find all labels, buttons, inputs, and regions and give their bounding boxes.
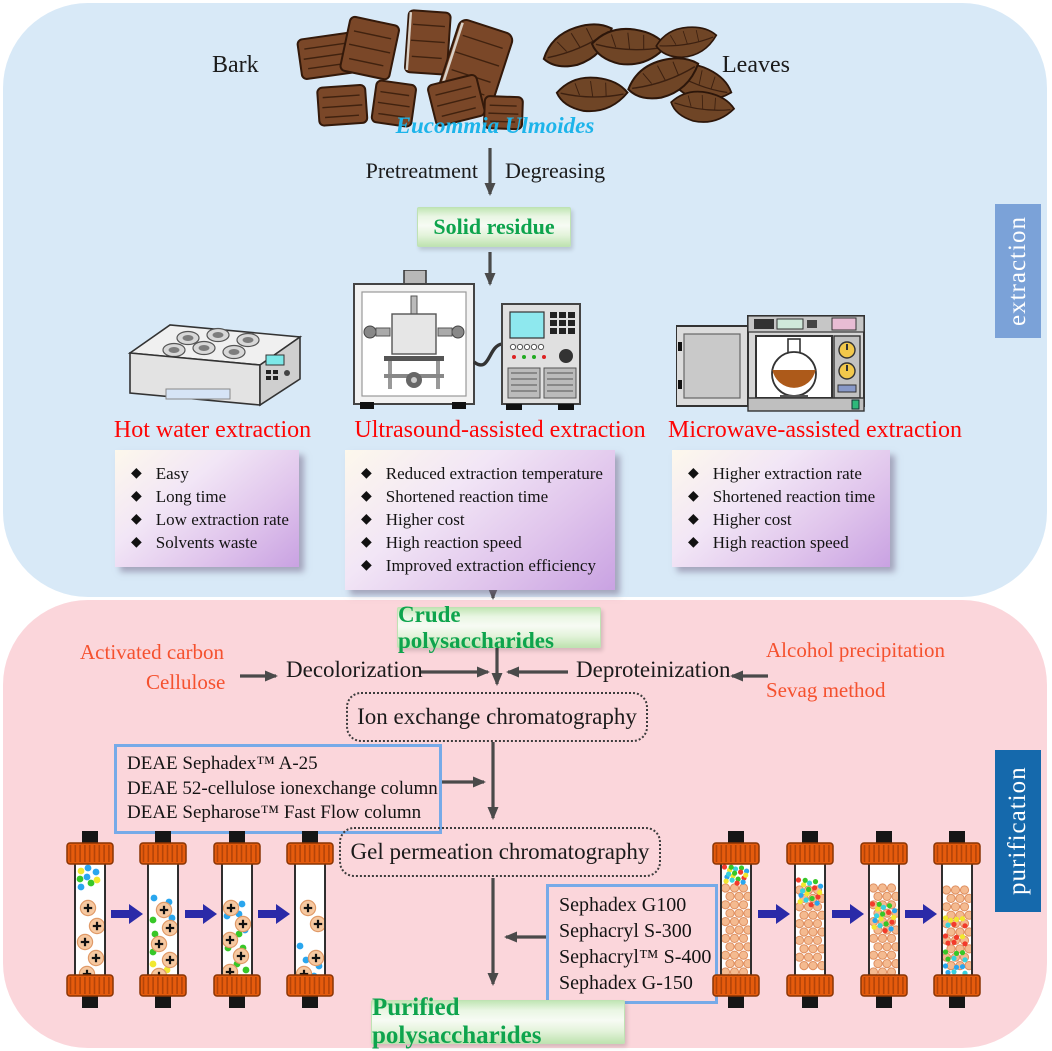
bullet-point: ◆ Long time <box>129 486 291 507</box>
extraction-tab-label: extraction <box>1004 216 1031 326</box>
bark-pieces-illustration <box>296 9 524 131</box>
flow-arrow-icon <box>111 904 143 924</box>
gel-medium-name: Sephadex G100 <box>559 894 687 916</box>
method-title-microwave: Microwave-assisted extraction <box>668 417 962 443</box>
crude-polysaccharides-box: Crude polysaccharides <box>397 602 601 653</box>
gel-column-1 <box>712 831 760 1008</box>
purification-tab-label: purification <box>1004 766 1031 896</box>
deae-column-name: DEAE Sepharose™ Fast Flow column <box>127 802 422 824</box>
purification-stage-tab: purification <box>995 750 1041 912</box>
leaves-label: Leaves <box>722 52 790 78</box>
ultrasound-points-box: ◆ Reduced extraction temperature ◆ Short… <box>345 450 615 591</box>
crude-polysaccharides-label: Crude polysaccharides <box>398 601 554 653</box>
gel-medium-name: Sephadex G-150 <box>559 972 693 994</box>
diamond-bullet-icon: ◆ <box>131 466 142 481</box>
ion-exchange-column-1 <box>66 831 114 1008</box>
gel-column-2 <box>786 831 834 1008</box>
solid-residue-label: Solid residue <box>433 214 555 239</box>
bullet-point: ◆ Reduced extraction temperature <box>359 463 607 484</box>
bullet-text: Reduced extraction temperature <box>385 464 603 483</box>
extraction-stage-tab: extraction <box>995 204 1041 338</box>
hot-water-points-box: ◆ Easy ◆ Long time ◆ Low extraction rate… <box>115 450 299 568</box>
diamond-bullet-icon: ◆ <box>361 489 372 505</box>
bullet-text: Higher cost <box>712 510 792 530</box>
flow-arrow-icon <box>905 904 937 924</box>
bullet-point: ◆ Shortened reaction time <box>686 486 882 507</box>
deproteinization-label: Deproteinization <box>576 657 731 682</box>
bullet-text: Easy <box>155 464 189 483</box>
bullet-point: ◆ Higher cost <box>359 509 607 530</box>
bullet-text: High reaction speed <box>385 533 522 553</box>
bullet-text: Improved extraction efficiency <box>385 556 596 576</box>
diamond-bullet-icon: ◆ <box>131 512 142 528</box>
ultrasound-machine-illustration <box>353 270 581 410</box>
bullet-point: ◆ Improved extraction efficiency <box>359 555 607 576</box>
microwave-illustration <box>676 315 865 412</box>
bullet-point: ◆ Shortened reaction time <box>359 486 607 507</box>
gel-medium-name: Sephacryl™ S-400 <box>559 946 712 968</box>
bullet-point: ◆ Higher extraction rate <box>686 463 882 484</box>
ion-exchange-column-2 <box>139 831 187 1008</box>
bullet-text: Shortened reaction time <box>712 487 876 507</box>
flow-arrow-icon <box>258 904 290 924</box>
bark-label: Bark <box>212 52 259 78</box>
bullet-text: Shortened reaction time <box>385 487 549 507</box>
sevag-method-label: Sevag method <box>766 678 886 702</box>
diamond-bullet-icon: ◆ <box>361 558 372 574</box>
gel-medium-name: Sephacryl S-300 <box>559 920 692 942</box>
ion-exchange-column-3 <box>213 831 261 1008</box>
diamond-bullet-icon: ◆ <box>361 535 372 551</box>
leaves-illustration <box>536 20 738 125</box>
method-title-hot-water: Hot water extraction <box>113 417 312 443</box>
ion-exchange-chromatography-box: Ion exchange chromatography <box>346 692 648 742</box>
gel-column-3 <box>860 831 908 1008</box>
cellulose-label: Cellulose <box>146 670 226 694</box>
ion-exchange-label: Ion exchange chromatography <box>357 704 637 729</box>
decolorization-label: Decolorization <box>286 657 423 682</box>
diamond-bullet-icon: ◆ <box>688 489 699 505</box>
diamond-bullet-icon: ◆ <box>688 466 699 481</box>
solid-residue-box: Solid residue <box>417 207 571 247</box>
bullet-point: ◆ High reaction speed <box>686 532 882 553</box>
flow-arrow-icon <box>185 904 217 924</box>
bullet-point: ◆ Easy <box>129 463 291 484</box>
bullet-text: Solvents waste <box>155 533 258 553</box>
degreasing-label: Degreasing <box>505 158 606 183</box>
microwave-points-box: ◆ Higher extraction rate ◆ Shortened rea… <box>672 450 890 568</box>
diamond-bullet-icon: ◆ <box>131 489 142 505</box>
deae-column-name: DEAE Sephadex™ A-25 <box>127 753 318 774</box>
bullet-point: ◆ Low extraction rate <box>129 509 291 530</box>
flow-arrow-icon <box>758 904 790 924</box>
diamond-bullet-icon: ◆ <box>688 535 699 551</box>
method-title-ultrasound: Ultrasound-assisted extraction <box>354 417 646 443</box>
diamond-bullet-icon: ◆ <box>361 466 372 481</box>
bullet-text: High reaction speed <box>712 533 849 553</box>
bullet-point: ◆ Solvents waste <box>129 532 291 553</box>
bullet-text: Long time <box>155 487 227 507</box>
bullet-point: ◆ High reaction speed <box>359 532 607 553</box>
plant-name: Eucommia Ulmoides <box>395 113 595 138</box>
gel-permeation-chromatography-box: Gel permeation chromatography <box>339 827 661 877</box>
alcohol-precipitation-label: Alcohol precipitation <box>766 638 946 662</box>
purified-polysaccharides-label: Purified polysaccharides <box>372 994 542 1049</box>
activated-carbon-label: Activated carbon <box>80 640 225 664</box>
diamond-bullet-icon: ◆ <box>688 512 699 528</box>
diamond-bullet-icon: ◆ <box>131 535 142 551</box>
gel-column-4 <box>933 831 981 1008</box>
bullet-text: Higher extraction rate <box>712 464 862 483</box>
bullet-point: ◆ Higher cost <box>686 509 882 530</box>
purified-polysaccharides-box: Purified polysaccharides <box>371 994 625 1049</box>
bullet-text: Low extraction rate <box>155 510 289 530</box>
gel-permeation-label: Gel permeation chromatography <box>350 839 650 864</box>
flow-arrow-icon <box>832 904 864 924</box>
diamond-bullet-icon: ◆ <box>361 512 372 528</box>
pretreatment-label: Pretreatment <box>365 158 478 183</box>
ion-exchange-column-4 <box>286 831 334 1008</box>
hot-water-bath-illustration <box>127 324 303 407</box>
bullet-text: Higher cost <box>385 510 465 530</box>
deae-column-name: DEAE 52-cellulose ionexchange column <box>127 777 438 799</box>
